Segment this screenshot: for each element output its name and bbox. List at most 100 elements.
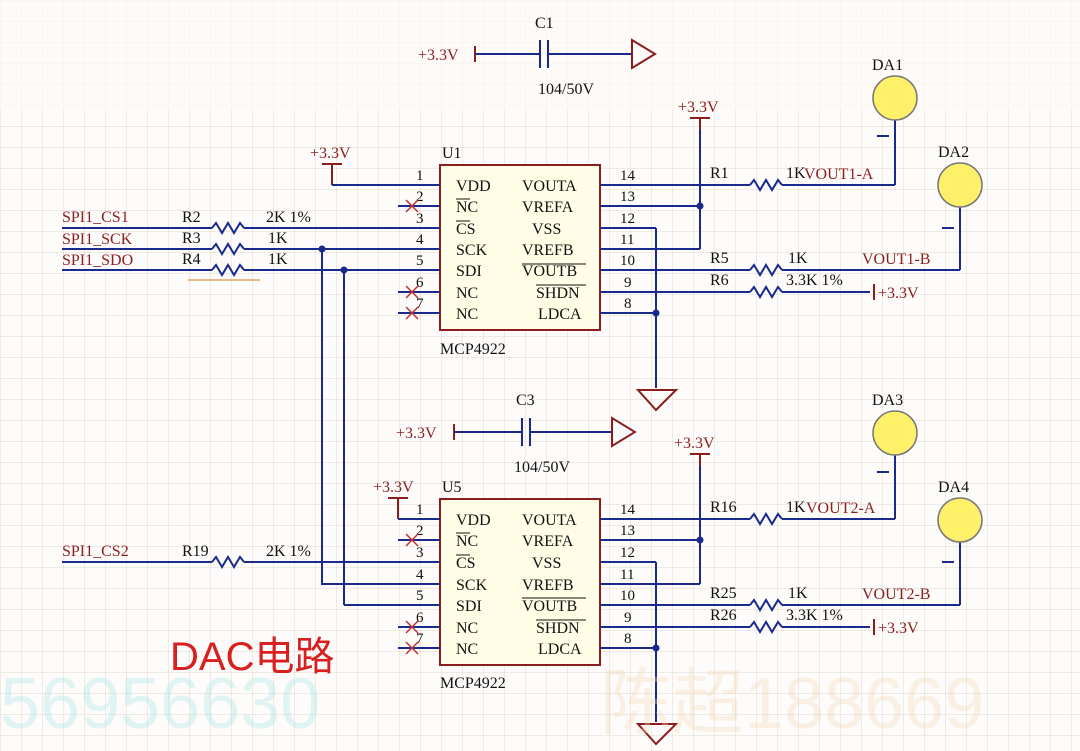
svg-text:1K: 1K [786,499,806,516]
svg-text:R1: R1 [710,165,729,182]
svg-text:104/50V: 104/50V [514,459,570,476]
svg-text:+3.3V: +3.3V [678,99,719,116]
svg-text:14: 14 [620,168,636,184]
svg-text:+3.3V: +3.3V [396,425,437,442]
svg-text:2K 1%: 2K 1% [266,209,311,226]
svg-text:13: 13 [620,523,635,539]
svg-text:VOUTA: VOUTA [522,178,577,195]
svg-text:3: 3 [416,545,424,561]
svg-text:+3.3V: +3.3V [878,620,919,637]
svg-text:1K: 1K [786,165,806,182]
svg-text:VOUTB: VOUTB [522,263,577,280]
svg-text:7: 7 [416,296,424,312]
svg-text:R2: R2 [182,209,201,226]
svg-text:R3: R3 [182,230,201,247]
u5-vdd-supply: +3.3V [373,479,414,519]
svg-text:CS: CS [456,555,476,572]
svg-text:+3.3V: +3.3V [674,435,715,452]
testpoint-da2: DA2 [937,144,983,229]
svg-text:2: 2 [416,523,424,539]
svg-text:C3: C3 [516,392,535,409]
svg-text:12: 12 [620,545,635,561]
svg-text:R19: R19 [182,543,209,560]
svg-text:VOUT1-B: VOUT1-B [862,251,930,268]
svg-text:NC: NC [456,306,478,323]
svg-text:8: 8 [624,631,632,647]
capacitor-c3-group: +3.3V C3 104/50V [396,392,637,476]
svg-text:SPI1_SCK: SPI1_SCK [62,231,133,248]
svg-text:1: 1 [416,502,424,518]
u1-ground [635,227,679,412]
svg-text:VDD: VDD [456,512,491,529]
svg-text:NC: NC [456,285,478,302]
svg-text:7: 7 [416,631,424,647]
svg-text:SDI: SDI [456,598,482,615]
chip-part: MCP4922 [440,341,506,358]
capacitor-c1-group: +3.3V C1 104/50V [418,15,657,98]
chip-part: MCP4922 [440,675,506,692]
svg-text:SPI1_CS2: SPI1_CS2 [62,543,129,560]
svg-text:LDCA: LDCA [538,641,582,658]
svg-text:SDI: SDI [456,263,482,280]
chip-ref: U1 [442,145,462,162]
page-title: DAC电路 [170,635,334,679]
svg-text:SHDN: SHDN [536,620,580,637]
svg-text:5: 5 [416,253,424,269]
svg-text:VREFA: VREFA [522,533,574,550]
svg-text:3: 3 [416,211,424,227]
svg-text:R25: R25 [710,585,737,602]
svg-text:SCK: SCK [456,242,488,259]
svg-text:VSS: VSS [532,555,561,572]
svg-text:14: 14 [620,502,636,518]
capacitor-value: 104/50V [538,81,594,98]
svg-text:CS: CS [456,221,476,238]
svg-text:VSS: VSS [532,221,561,238]
svg-text:1K: 1K [268,230,288,247]
svg-text:10: 10 [620,253,635,269]
svg-text:VDD: VDD [456,178,491,195]
svg-text:R4: R4 [182,251,201,268]
capacitor-ref: C1 [535,15,554,32]
ground-symbol [635,389,679,412]
svg-text:6: 6 [416,275,424,291]
svg-text:5: 5 [416,588,424,604]
watermark-right: 陈超188669 [600,664,984,744]
svg-text:DA1: DA1 [872,57,903,74]
svg-text:SHDN: SHDN [536,285,580,302]
svg-text:DA4: DA4 [938,479,969,496]
svg-text:DA2: DA2 [938,144,969,161]
svg-text:SCK: SCK [456,577,488,594]
ground-symbol [635,723,679,746]
u5-outputs: R16 1K VOUT2-A R25 1K VOUT2-B R26 3.3K 1… [644,455,961,637]
svg-text:8: 8 [624,296,632,312]
svg-text:11: 11 [620,232,634,248]
u1-vref-supply: +3.3V [644,99,719,250]
watermark-left: 56956630 [0,664,320,744]
testpoint-da1: DA1 [872,57,918,137]
svg-text:R6: R6 [710,272,729,289]
u1-vdd-supply: +3.3V [310,145,398,186]
svg-text:NC: NC [456,533,478,550]
svg-text:VREFB: VREFB [522,242,574,259]
svg-text:NC: NC [456,641,478,658]
svg-text:13: 13 [620,189,635,205]
svg-text:SPI1_SDO: SPI1_SDO [62,252,133,269]
svg-text:1: 1 [416,168,424,184]
chip-ref: U5 [442,479,462,496]
svg-text:6: 6 [416,610,424,626]
svg-text:VREFB: VREFB [522,577,574,594]
svg-text:SPI1_CS1: SPI1_CS1 [62,209,129,226]
svg-text:+3.3V: +3.3V [310,145,351,162]
svg-text:12: 12 [620,211,635,227]
svg-text:9: 9 [624,610,632,626]
svg-text:10: 10 [620,588,635,604]
svg-text:4: 4 [416,567,424,583]
spi-inputs: SPI1_CS1 R2 2K 1% SPI1_SCK R3 1K SPI1_SD… [62,209,398,605]
